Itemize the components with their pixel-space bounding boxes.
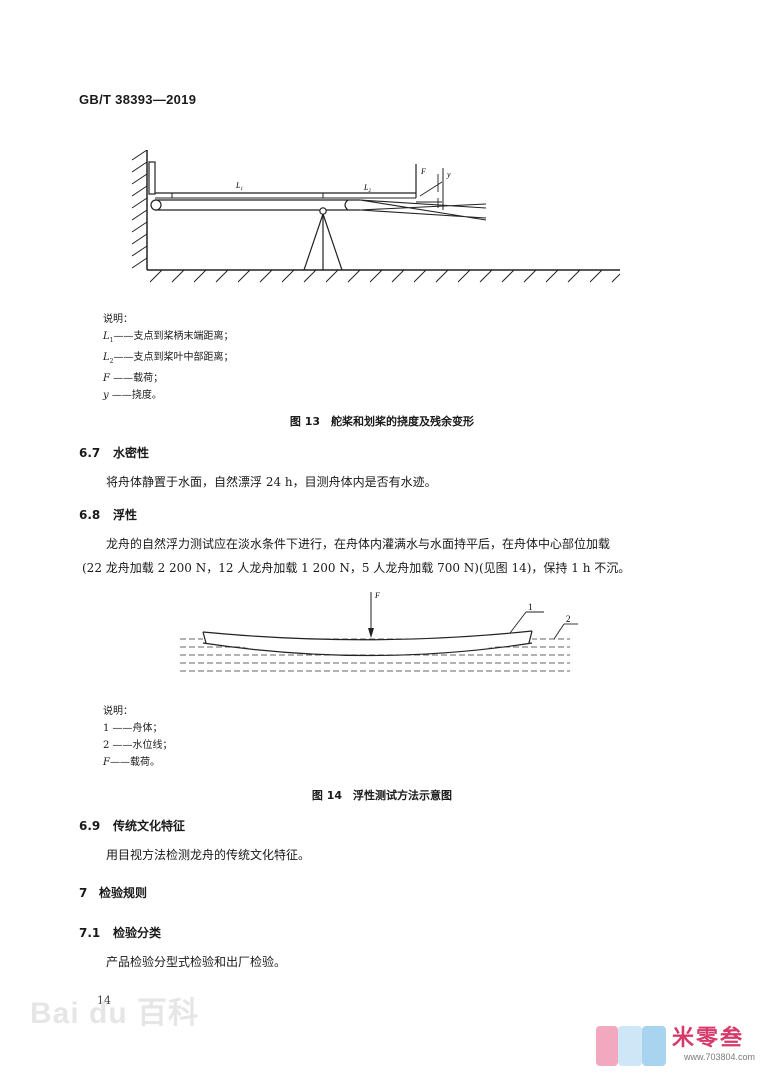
load-arrow: [368, 592, 374, 638]
figure-13-legend: 说明： L1——支点到桨柄末端距离； L2——支点到桨叶中部距离； F ——载荷…: [103, 311, 233, 404]
deflection-marker: [419, 168, 444, 210]
callout-1: 1: [509, 602, 544, 634]
svg-text:2: 2: [566, 614, 571, 624]
wall: [131, 150, 148, 270]
reference-beam: [155, 164, 417, 199]
legend-item: y ——挠度。: [103, 390, 162, 401]
legend-item: L2——支点到桨叶中部距离；: [103, 352, 234, 365]
label-F: F: [420, 167, 426, 176]
legend-item: F ——载荷；: [103, 373, 164, 384]
brand-url: www.703804.com: [684, 1052, 756, 1062]
label-F: F: [374, 591, 380, 600]
label-L1: L1: [235, 181, 243, 192]
legend-title: 说明：: [103, 314, 133, 325]
figure-14-caption: 图 14 浮性测试方法示意图: [311, 789, 453, 802]
boat-hull: [202, 630, 533, 657]
brand-logo-icon: [596, 1026, 666, 1066]
page-number: 14: [97, 994, 111, 1007]
legend-item: F——载荷。: [103, 757, 160, 768]
figure-14-diagram: F 1 2: [180, 591, 578, 672]
oar: [150, 199, 487, 221]
brand-name: 米零叁: [672, 1026, 745, 1051]
section-6-7-body: 将舟体静置于水面，自然漂浮 24 h，目测舟体内是否有水迹。: [106, 475, 437, 489]
figure-14-legend: 说明： 1 ——舟体； 2 ——水位线； F——载荷。: [103, 703, 173, 771]
callout-2: 2: [553, 614, 578, 640]
legend-item: L1——支点到桨柄末端距离；: [103, 331, 234, 344]
standard-number: GB/T 38393—2019: [79, 92, 197, 107]
legend-item: 2 ——水位线；: [103, 740, 173, 751]
fulcrum-stand: [303, 207, 343, 271]
ground: [147, 269, 621, 283]
legend-item: 1 ——舟体；: [103, 723, 163, 734]
figure-13-diagram: L1 L2 F y: [131, 150, 621, 283]
svg-text:1: 1: [528, 602, 533, 612]
legend-title: 说明：: [103, 706, 133, 717]
clamp-plate: [148, 161, 156, 195]
section-6-9-body: 用目视方法检测龙舟的传统文化特征。: [106, 848, 311, 862]
label-L2: L2: [363, 183, 371, 194]
baidu-watermark: Bai du 百科: [30, 997, 200, 1030]
label-y: y: [446, 170, 451, 179]
section-6-8-body: 龙舟的自然浮力测试应在淡水条件下进行，在舟体内灌满水与水面持平后，在舟体中心部位…: [82, 537, 631, 575]
section-7-1-body: 产品检验分型式检验和出厂检验。: [106, 955, 287, 969]
figure-13-caption: 图 13 舵桨和划桨的挠度及残余变形: [289, 415, 475, 428]
